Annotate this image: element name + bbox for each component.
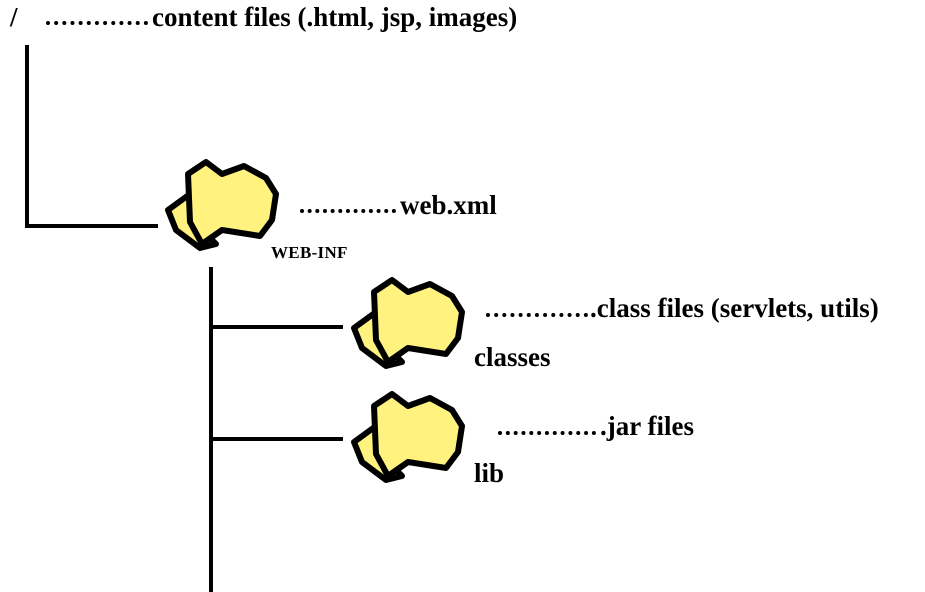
classes-leader-dots bbox=[486, 313, 588, 317]
classes-label: classes bbox=[474, 342, 551, 372]
lib-leader-dots bbox=[498, 431, 596, 435]
root-note: content files (.html, jsp, images) bbox=[152, 2, 518, 32]
webinf-label: WEB-INF bbox=[271, 243, 348, 262]
root-leader-dots bbox=[46, 21, 148, 25]
webinf-note: web.xml bbox=[400, 190, 497, 220]
classes-folder-icon bbox=[354, 280, 462, 366]
root-label: / bbox=[10, 2, 18, 32]
lib-label: lib bbox=[474, 458, 505, 488]
tree-lines bbox=[25, 45, 343, 592]
classes-note: .class files (servlets, utils) bbox=[590, 293, 879, 323]
webinf-folder-icon bbox=[168, 162, 276, 248]
webinf-leader-dots bbox=[300, 209, 396, 213]
lib-note: .jar files bbox=[600, 411, 694, 441]
lib-folder-icon bbox=[354, 394, 462, 480]
